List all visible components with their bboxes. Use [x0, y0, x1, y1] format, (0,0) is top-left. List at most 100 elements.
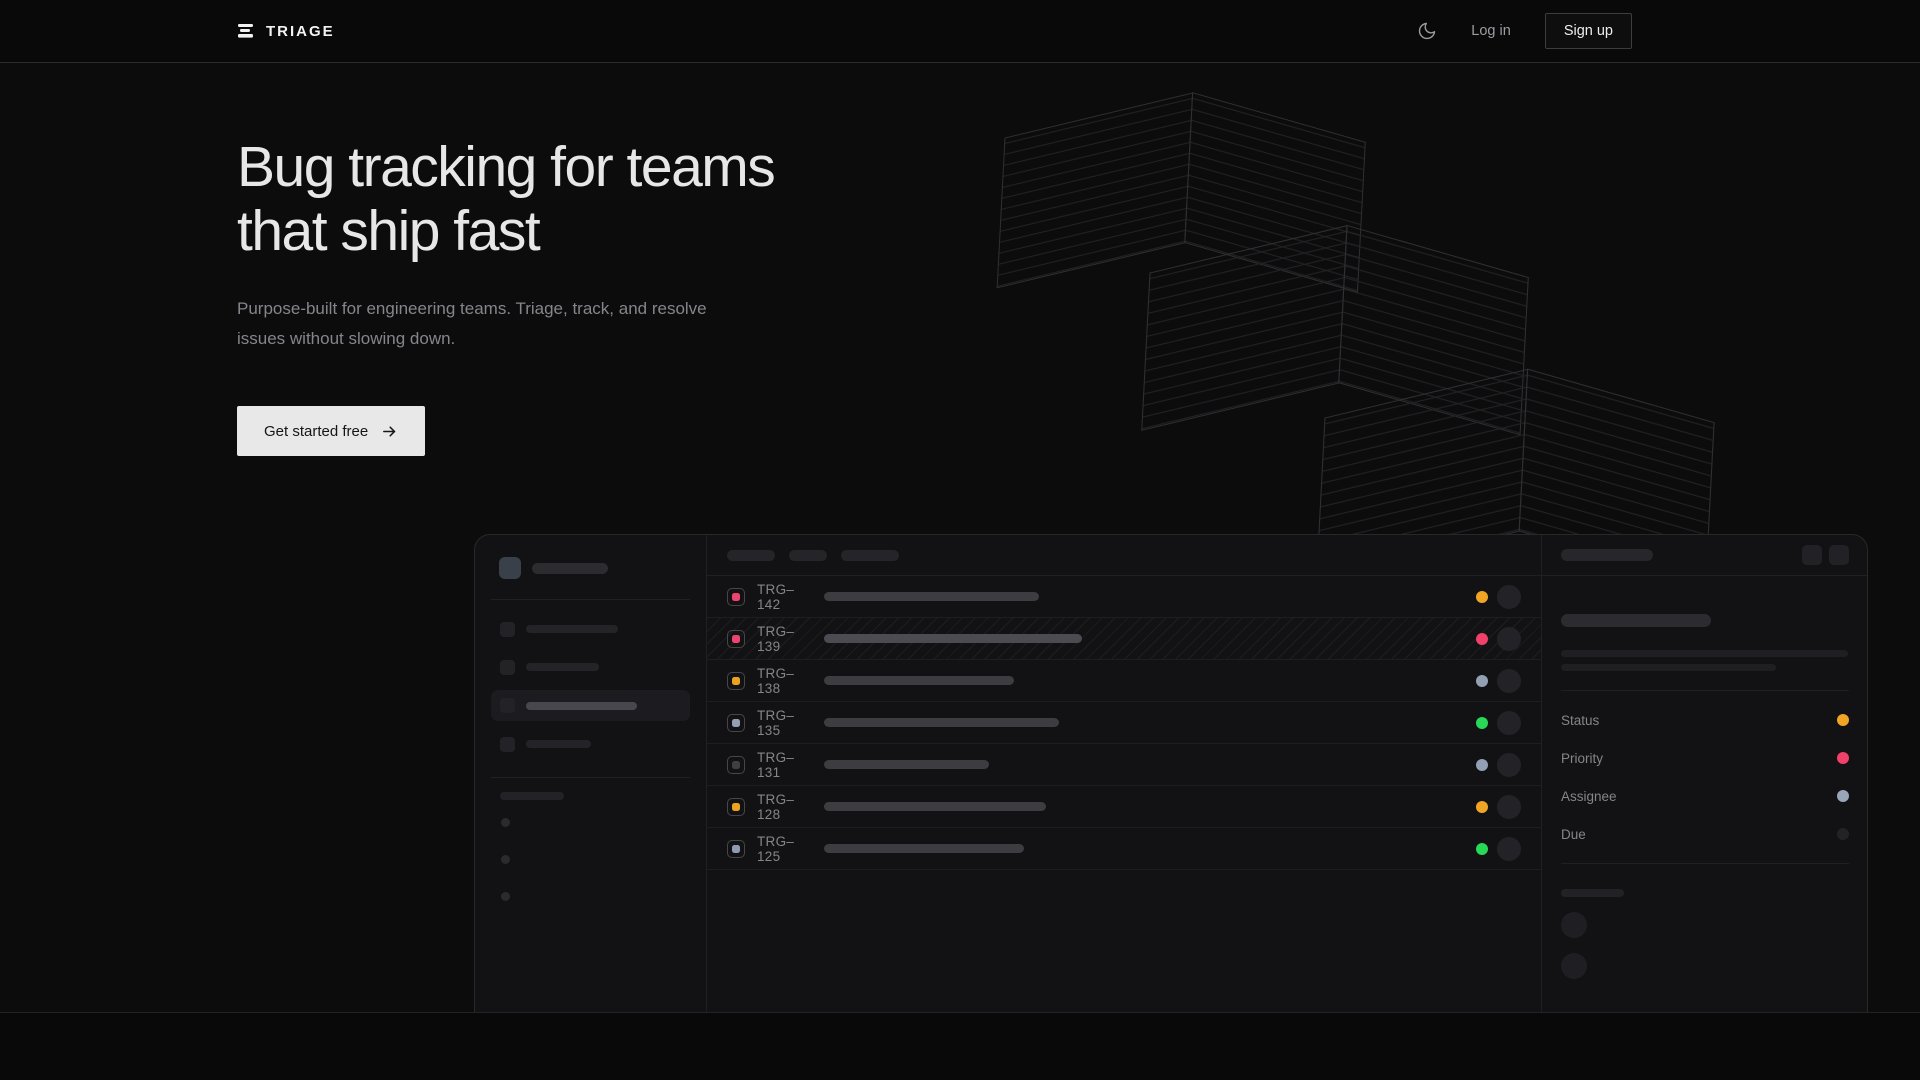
- issue-id: TRG–128: [757, 791, 795, 822]
- issue-title-skeleton: [824, 760, 989, 769]
- tab-skeleton: [789, 549, 827, 561]
- comment-avatar-skeleton: [1561, 912, 1587, 938]
- divider: [1561, 863, 1849, 864]
- divider: [1561, 690, 1849, 691]
- workspace-switcher-skeleton: [499, 557, 690, 579]
- issue-avatar-skeleton: [1497, 626, 1521, 651]
- issue-id: TRG–135: [757, 707, 795, 738]
- skeleton-bar: [526, 625, 618, 633]
- field-value-dot: [1837, 714, 1849, 726]
- brand-logo[interactable]: TRIAGE: [237, 23, 335, 40]
- get-started-button[interactable]: Get started free: [237, 406, 426, 456]
- signup-button[interactable]: Sign up: [1544, 13, 1632, 49]
- issue-row: TRG–128: [707, 786, 1541, 828]
- detail-field-row: Priority: [1561, 739, 1849, 777]
- issue-list-header: [707, 535, 1541, 576]
- skeleton-line: [1561, 664, 1776, 671]
- issue-id: TRG–131: [757, 749, 795, 780]
- field-label: Status: [1561, 712, 1600, 728]
- skeleton-bar: [526, 740, 591, 748]
- detail-action-button-skeleton: [1802, 545, 1822, 565]
- issue-row: TRG–138: [707, 660, 1541, 702]
- issue-type-icon: [727, 755, 745, 774]
- login-link[interactable]: Log in: [1471, 23, 1511, 39]
- hero-title-line2: that ship fast: [237, 199, 541, 263]
- field-value-dot: [1837, 790, 1849, 802]
- issue-list: TRG–142 TRG–139 TRG–138: [707, 535, 1542, 1012]
- issue-type-icon: [727, 629, 745, 648]
- issue-status-dot: [1476, 632, 1488, 645]
- arrow-right-icon: [383, 425, 396, 437]
- sidebar-dot-skeleton: [501, 818, 510, 827]
- tab-skeleton: [727, 549, 775, 561]
- field-value-dot: [1837, 828, 1849, 840]
- issue-avatar-skeleton: [1497, 794, 1521, 819]
- skeleton-bar: [1561, 889, 1624, 897]
- divider: [491, 777, 690, 778]
- issue-id: TRG–139: [757, 623, 795, 654]
- issue-id: TRG–142: [757, 581, 795, 612]
- skeleton-bar: [532, 562, 608, 574]
- skeleton-bar: [1561, 549, 1653, 561]
- issue-row: TRG–139: [707, 618, 1541, 660]
- theme-toggle-button[interactable]: [1417, 21, 1437, 41]
- issue-row: TRG–135: [707, 702, 1541, 744]
- sidebar-item-icon-skeleton: [500, 621, 515, 637]
- issue-avatar-skeleton: [1497, 668, 1521, 693]
- issue-avatar-skeleton: [1497, 752, 1521, 777]
- top-nav: TRIAGE Log in Sign up: [0, 0, 1920, 63]
- sidebar-dot-skeleton: [501, 892, 510, 901]
- sidebar-dot-skeleton: [501, 855, 510, 864]
- detail-field-row: Assignee: [1561, 777, 1849, 815]
- hero-title-line1: Bug tracking for teams: [237, 135, 776, 199]
- issue-detail-panel: Status Priority Assignee Due: [1542, 535, 1867, 1012]
- detail-action-button-skeleton: [1829, 545, 1849, 565]
- field-label: Assignee: [1561, 788, 1617, 804]
- issue-row: TRG–125: [707, 828, 1541, 870]
- mockup-sidebar: [475, 535, 707, 1012]
- issue-status-dot: [1476, 590, 1488, 603]
- issue-avatar-skeleton: [1497, 584, 1521, 609]
- skeleton-line: [1561, 650, 1848, 657]
- detail-field-row: Due: [1561, 815, 1849, 853]
- issue-title-skeleton: [824, 718, 1059, 727]
- sidebar-item-icon-skeleton: [500, 698, 515, 713]
- divider: [491, 599, 690, 600]
- issue-id: TRG–138: [757, 665, 795, 696]
- app-mockup: TRG–142 TRG–139 TRG–138: [474, 534, 1868, 1012]
- issue-type-icon: [727, 587, 745, 606]
- get-started-label: Get started free: [264, 422, 369, 440]
- workspace-avatar-skeleton: [499, 557, 521, 579]
- issue-status-dot: [1476, 716, 1488, 729]
- sidebar-item-icon-skeleton: [500, 659, 515, 675]
- skeleton-bar: [526, 663, 599, 671]
- brand-name: TRIAGE: [266, 22, 335, 40]
- detail-title-skeleton: [1561, 614, 1711, 627]
- detail-field-row: Status: [1561, 701, 1849, 739]
- issue-avatar-skeleton: [1497, 836, 1521, 861]
- issue-type-icon: [727, 713, 745, 732]
- field-label: Priority: [1561, 750, 1604, 766]
- comment-avatar-skeleton: [1561, 953, 1587, 979]
- issue-status-dot: [1476, 674, 1488, 687]
- sidebar-item-skeleton: [491, 725, 690, 763]
- issue-status-dot: [1476, 842, 1488, 855]
- triage-logo-icon: [238, 24, 253, 38]
- issue-row: TRG–142: [707, 576, 1541, 618]
- footer-band: [0, 1012, 1920, 1080]
- issue-title-skeleton: [824, 844, 1024, 853]
- issue-status-dot: [1476, 800, 1488, 813]
- sidebar-item-skeleton: [491, 648, 690, 686]
- issue-id: TRG–125: [757, 833, 795, 864]
- tab-skeleton: [841, 549, 899, 561]
- issue-type-icon: [727, 797, 745, 816]
- skeleton-bar: [526, 701, 637, 710]
- skeleton-bar: [500, 792, 564, 800]
- hero-subtitle: Purpose-built for engineering teams. Tri…: [237, 299, 707, 348]
- issue-title-skeleton: [824, 592, 1039, 601]
- field-label: Due: [1561, 826, 1586, 842]
- sidebar-item-skeleton-active: [491, 690, 690, 721]
- issue-title-skeleton: [824, 802, 1046, 811]
